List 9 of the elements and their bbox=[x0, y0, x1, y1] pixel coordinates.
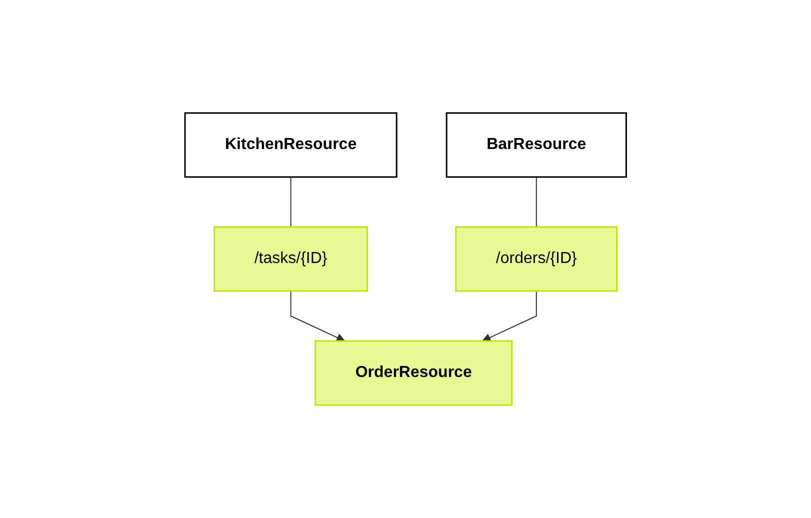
node-box: /tasks/{ID} bbox=[213, 226, 368, 292]
connector bbox=[290, 176, 292, 228]
arrow bbox=[290, 290, 345, 342]
node-box: OrderResource bbox=[314, 340, 512, 406]
node-box: /orders/{ID} bbox=[455, 226, 618, 292]
node-box: KitchenResource bbox=[184, 112, 398, 178]
arrow bbox=[482, 290, 537, 342]
node-box: BarResource bbox=[446, 112, 627, 178]
connector bbox=[536, 176, 537, 228]
